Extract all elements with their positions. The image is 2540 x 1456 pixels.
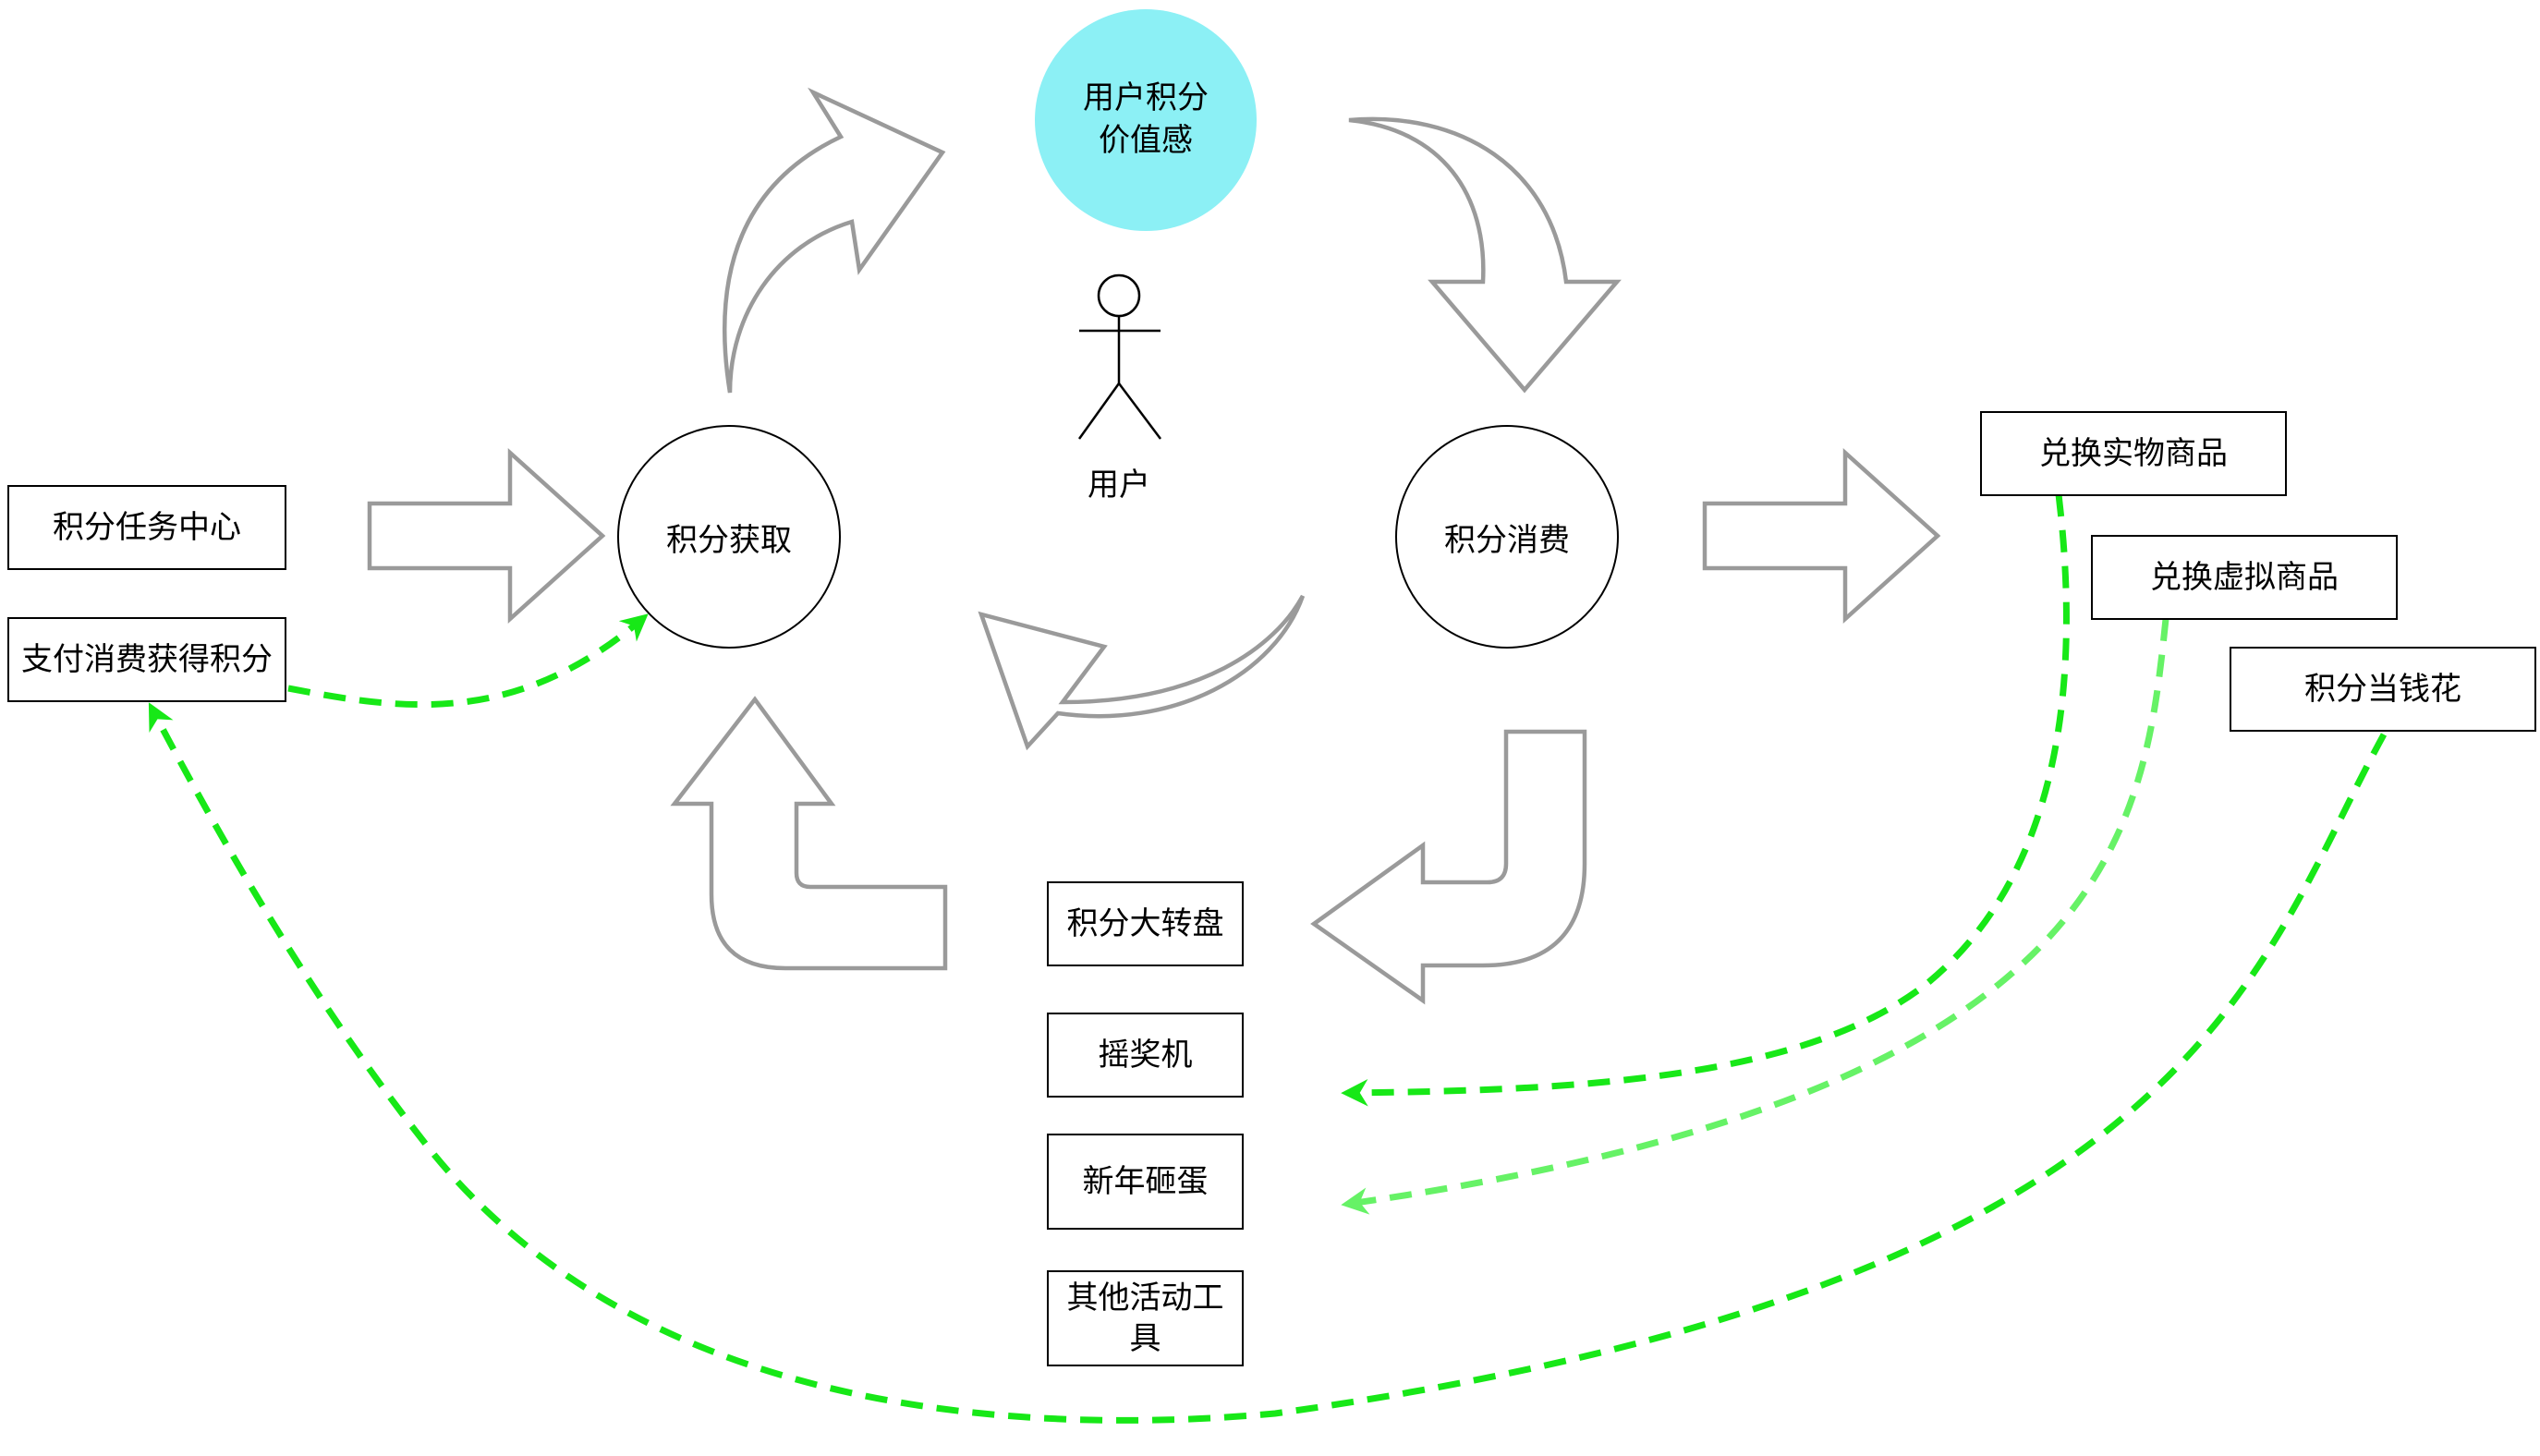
egg-smash-box: 新年砸蛋 — [1047, 1134, 1244, 1230]
curved-arrow-value-to-consume — [1348, 116, 1622, 394]
other-tools-label: 其他活动工具 — [1066, 1279, 1224, 1357]
lucky-wheel-box: 积分大转盘 — [1047, 881, 1244, 966]
user-actor-label: 用户 — [1088, 467, 1150, 504]
points-as-money-label: 积分当钱花 — [2304, 670, 2461, 708]
task-center-label: 积分任务中心 — [53, 508, 241, 546]
slot-machine-label: 摇奖机 — [1098, 1036, 1193, 1074]
exchange-virtual-box: 兑换虚拟商品 — [2091, 535, 2398, 620]
exchange-physical-label: 兑换实物商品 — [2039, 434, 2228, 472]
user-points-value-line1: 用户积分 — [1083, 79, 1209, 117]
user-points-value-node: 用户积分 价值感 — [1035, 9, 1257, 231]
exchange-virtual-label: 兑换虚拟商品 — [2150, 558, 2339, 596]
curved-arrow-consume-to-acquire — [978, 594, 1306, 751]
dashed-arrow-pay-to-acquire — [287, 613, 649, 709]
dashed-arrow-virtual-to-activities — [1341, 618, 2169, 1215]
arrow-task-center-to-acquire — [367, 447, 606, 625]
bent-arrow-activities-to-acquire — [670, 696, 948, 971]
pay-earn-box: 支付消费获得积分 — [7, 617, 286, 702]
arrow-consume-to-exchange — [1702, 447, 1941, 625]
dashed-arrow-physical-to-activities — [1341, 493, 2070, 1107]
points-consume-node: 积分消费 — [1395, 425, 1619, 649]
exchange-physical-box: 兑换实物商品 — [1980, 411, 2287, 496]
points-acquire-label: 积分获取 — [666, 521, 792, 559]
pay-earn-label: 支付消费获得积分 — [21, 640, 273, 678]
other-tools-box: 其他活动工具 — [1047, 1270, 1244, 1366]
bent-arrow-consume-to-activities — [1310, 729, 1587, 1005]
egg-smash-label: 新年砸蛋 — [1082, 1162, 1209, 1200]
points-as-money-box: 积分当钱花 — [2230, 647, 2536, 732]
task-center-box: 积分任务中心 — [7, 485, 286, 570]
curved-arrow-acquire-to-value — [723, 87, 946, 394]
user-points-value-line2: 价值感 — [1099, 122, 1193, 159]
dashed-arrow-spend-to-pay — [148, 702, 2388, 1424]
slot-machine-box: 摇奖机 — [1047, 1013, 1244, 1098]
points-consume-label: 积分消费 — [1444, 521, 1570, 559]
lucky-wheel-label: 积分大转盘 — [1066, 904, 1224, 942]
user-actor-icon — [1077, 273, 1161, 440]
points-acquire-node: 积分获取 — [617, 425, 841, 649]
